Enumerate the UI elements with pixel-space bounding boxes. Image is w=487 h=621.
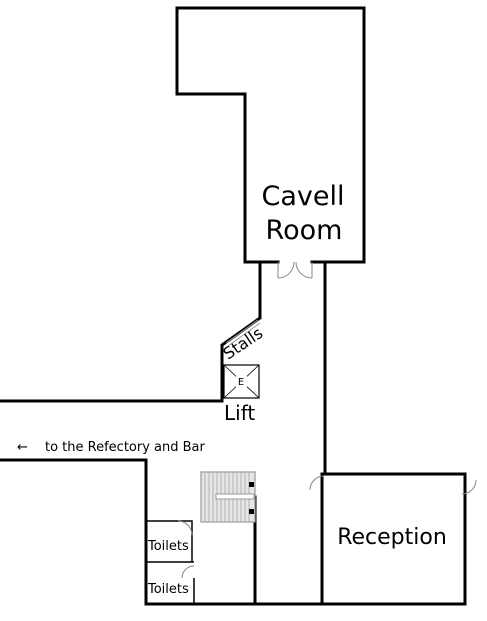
lift[interactable]: E Lift (223, 364, 260, 425)
lift-label: Lift (224, 401, 255, 425)
refectory-label: to the Refectory and Bar (45, 440, 206, 455)
handrail-icon (249, 482, 254, 487)
stairs[interactable] (200, 471, 256, 523)
toilets-lower-label: Toilets (147, 582, 189, 597)
left-arrow-icon: ← (17, 440, 28, 455)
stalls-area[interactable]: Stalls (220, 319, 267, 363)
lift-marker: E (238, 377, 244, 388)
reception-doors[interactable] (309, 475, 477, 495)
cavell-room[interactable] (175, 6, 366, 264)
toilets-lower[interactable]: Toilets (146, 561, 195, 604)
cavell-room-walls (175, 6, 366, 264)
handrail-icon (249, 509, 254, 514)
reception-label: Reception (337, 525, 447, 550)
toilets-upper[interactable]: Toilets (146, 520, 193, 562)
toilets-upper-label: Toilets (147, 539, 189, 554)
cavell-room-label-line1: Cavell (262, 181, 345, 212)
corridor-walls (0, 260, 467, 606)
cavell-room-door[interactable] (277, 261, 313, 279)
cavell-room-label-line2: Room (266, 215, 343, 246)
refectory-direction[interactable]: ← to the Refectory and Bar (17, 440, 206, 455)
